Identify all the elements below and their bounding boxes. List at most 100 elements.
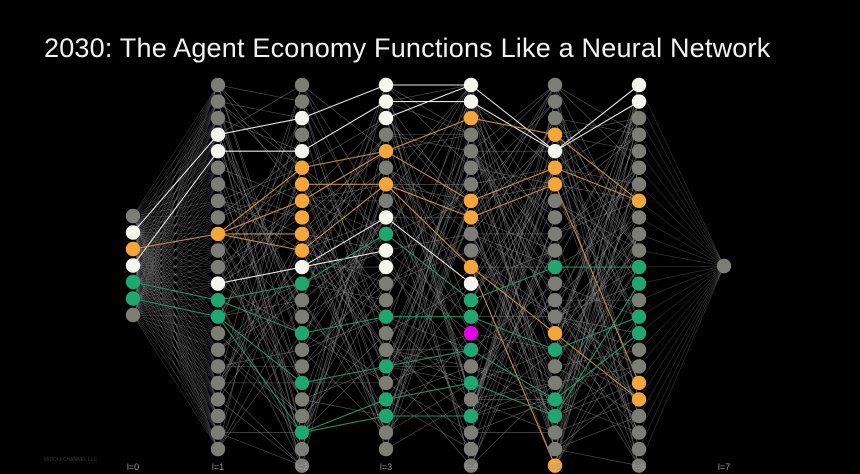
grey-node xyxy=(210,160,226,175)
green-node xyxy=(463,292,479,308)
connection-line xyxy=(638,200,725,267)
orange-node xyxy=(294,177,310,192)
grey-node xyxy=(294,309,310,324)
white-node xyxy=(378,110,394,126)
connection-line xyxy=(132,314,219,450)
connection-line xyxy=(132,248,219,384)
white-node xyxy=(378,77,394,93)
orange-node xyxy=(294,160,310,175)
connection-line xyxy=(132,151,219,283)
white-node xyxy=(125,225,141,240)
green-path-line xyxy=(554,332,640,400)
connection-line xyxy=(217,150,303,218)
connection-line xyxy=(132,134,219,217)
grey-node xyxy=(210,408,226,424)
orange-path-line xyxy=(217,167,303,235)
green-node xyxy=(378,408,394,424)
connection-line xyxy=(638,265,725,417)
green-path-line xyxy=(301,316,387,334)
white-node xyxy=(294,144,310,159)
grey-node xyxy=(631,441,647,457)
connection-line xyxy=(132,184,219,250)
orange-node xyxy=(547,127,563,142)
grey-node xyxy=(463,160,479,175)
grey-node xyxy=(210,193,226,209)
connection-line xyxy=(132,117,219,233)
green-node xyxy=(463,408,479,424)
grey-node xyxy=(294,94,310,109)
green-path-line xyxy=(301,233,387,285)
grey-node xyxy=(210,392,226,407)
connection-line xyxy=(132,298,219,334)
connection-line xyxy=(132,233,219,299)
orange-node xyxy=(631,193,647,209)
grey-node xyxy=(631,160,647,175)
connection-line xyxy=(638,167,725,267)
connection-line xyxy=(554,233,640,417)
connection-line xyxy=(638,265,725,268)
connection-line xyxy=(132,167,219,233)
connection-line xyxy=(132,101,219,233)
connection-line xyxy=(385,399,472,450)
connection-line xyxy=(132,215,219,384)
connection-line xyxy=(132,232,219,417)
white-node xyxy=(631,94,647,109)
connection-line xyxy=(638,265,725,433)
orange-node xyxy=(294,226,310,242)
layer-label: l=4 xyxy=(465,462,477,472)
connection-line xyxy=(470,84,556,235)
connection-line xyxy=(217,134,303,400)
grey-node xyxy=(210,425,226,440)
connection-line xyxy=(470,167,556,417)
connection-line xyxy=(217,432,303,466)
grey-node xyxy=(631,342,647,357)
grey-node xyxy=(463,425,479,440)
orange-node xyxy=(378,177,394,192)
grey-node xyxy=(547,210,563,225)
connection-line xyxy=(470,101,556,168)
grey-node xyxy=(547,441,563,457)
grey-node xyxy=(463,458,479,473)
green-path-line xyxy=(470,316,556,351)
green-node xyxy=(294,326,310,341)
grey-node xyxy=(294,408,310,424)
connection-line xyxy=(132,134,219,299)
orange-node xyxy=(463,210,479,225)
connection-line xyxy=(132,101,219,299)
green-node xyxy=(547,259,563,275)
green-node xyxy=(631,259,647,275)
green-node xyxy=(631,309,647,324)
connection-line xyxy=(385,134,472,450)
connection-line xyxy=(470,316,556,384)
orange-node xyxy=(378,144,394,159)
connection-line xyxy=(132,232,219,400)
connection-line xyxy=(132,215,219,301)
white-node xyxy=(210,127,226,142)
connection-line xyxy=(301,84,387,152)
connection-line xyxy=(554,167,640,466)
green-node xyxy=(378,392,394,407)
connection-line xyxy=(132,298,219,351)
white-node xyxy=(378,259,394,275)
grey-node xyxy=(125,307,141,323)
green-node xyxy=(547,392,563,407)
connection-line xyxy=(470,233,556,384)
connection-line xyxy=(132,233,219,266)
connection-line xyxy=(217,333,303,450)
grey-node xyxy=(210,259,226,275)
connection-line xyxy=(132,84,219,316)
connection-line xyxy=(470,382,556,466)
connection-line xyxy=(217,117,303,268)
connection-line xyxy=(554,233,640,450)
connection-line xyxy=(470,151,556,301)
layer-label: l=2 xyxy=(296,462,308,472)
grey-node xyxy=(294,77,310,93)
connection-line xyxy=(132,314,219,417)
layer-label: l=6 xyxy=(633,462,645,472)
green-path-line xyxy=(470,382,556,417)
green-path-line xyxy=(470,349,556,400)
connection-line xyxy=(132,233,219,283)
green-path-line xyxy=(217,283,303,301)
connection-line xyxy=(132,314,219,433)
connection-line xyxy=(132,314,219,384)
